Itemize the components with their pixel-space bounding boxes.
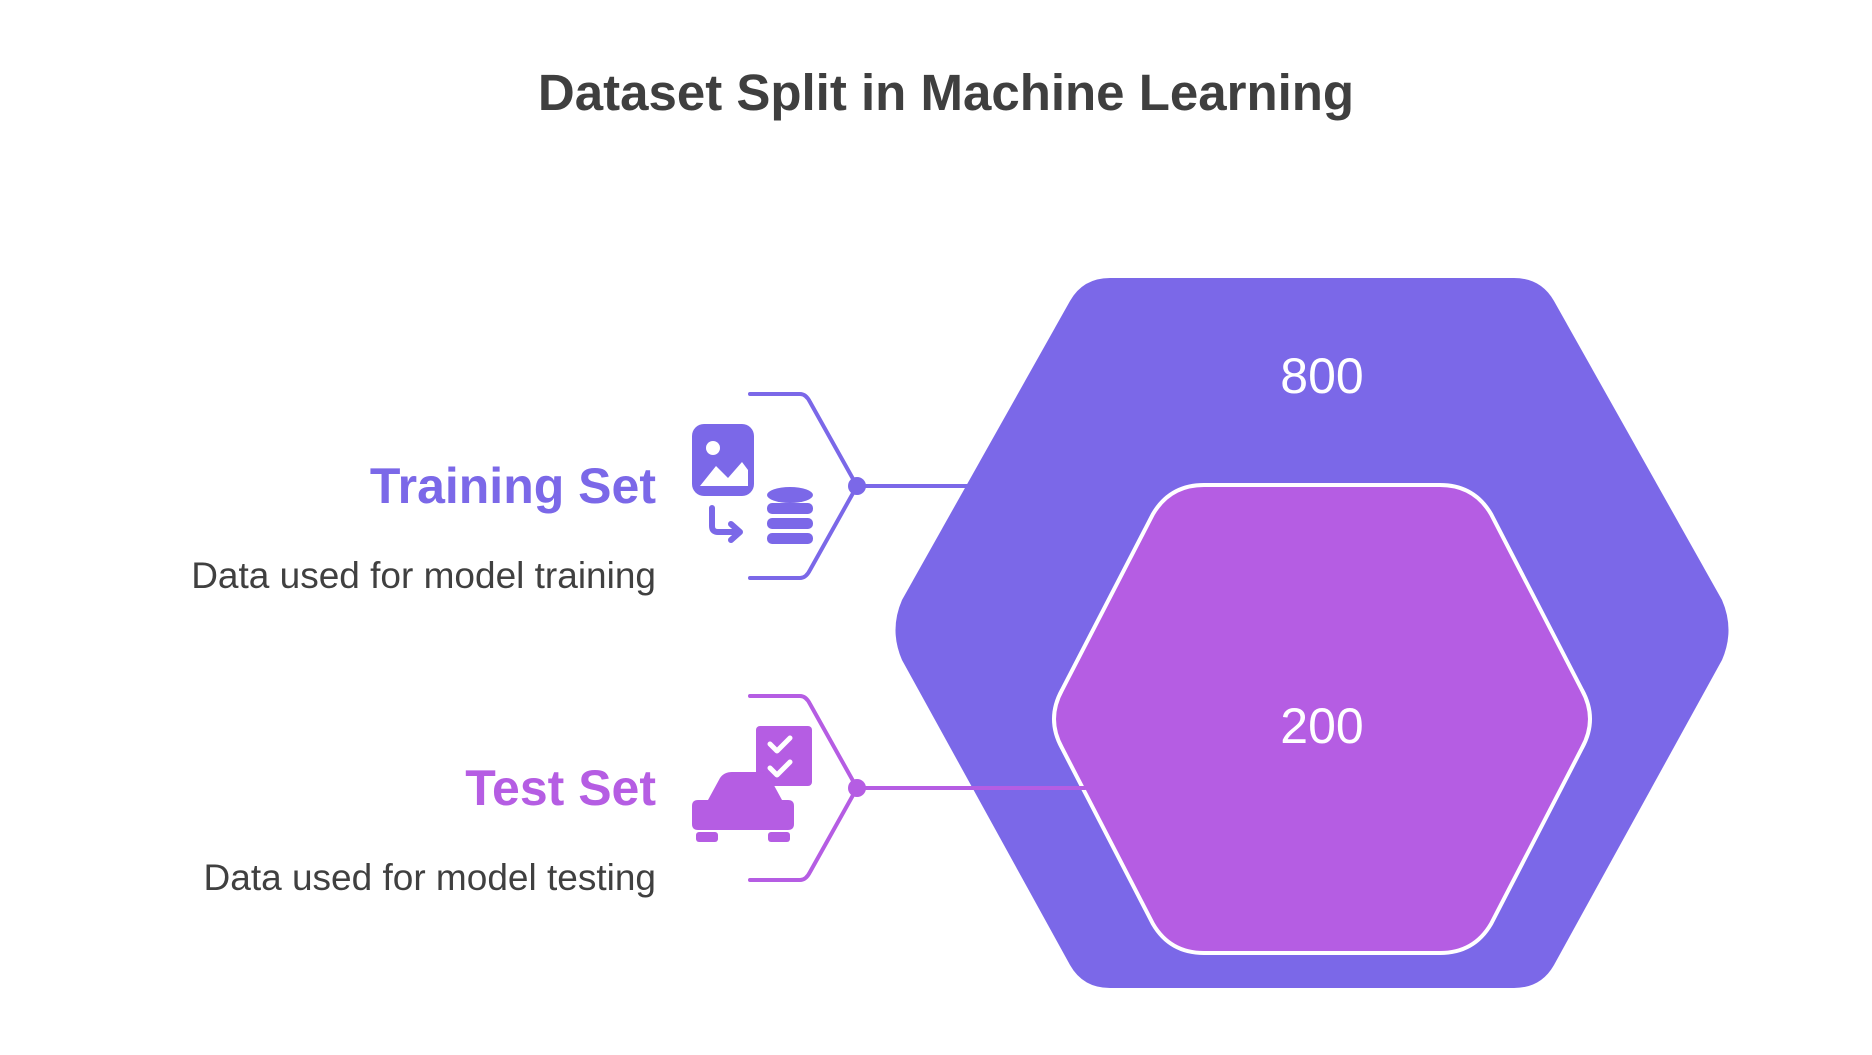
training-value: 800	[1280, 348, 1363, 404]
test-set-title: Test Set	[465, 760, 656, 816]
test-value: 200	[1280, 698, 1363, 754]
training-connector-node	[848, 477, 866, 495]
training-set-description: Data used for model training	[191, 555, 656, 596]
test-connector-node	[848, 779, 866, 797]
car-checklist-icon	[692, 726, 812, 842]
training-connector-end	[988, 477, 1006, 495]
training-set-title: Training Set	[370, 458, 657, 514]
page-title: Dataset Split in Machine Learning	[538, 64, 1354, 121]
test-set-description: Data used for model testing	[204, 857, 656, 898]
test-hexagon	[1052, 483, 1592, 955]
image-to-database-icon	[692, 424, 813, 544]
